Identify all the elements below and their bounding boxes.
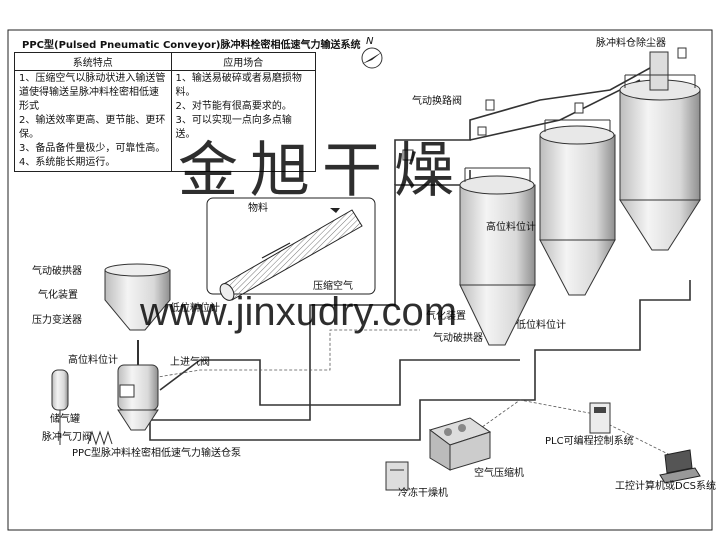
pump-label: PPC型脉冲料栓密相低速气力输送仓泵 xyxy=(72,448,242,459)
feature-item: 4、系统能长期运行。 xyxy=(19,157,116,168)
air-tank xyxy=(51,369,69,445)
switch-valve-icons xyxy=(402,47,687,161)
feature-item: 3、备品备件量极少，可靠性高。 xyxy=(19,143,166,154)
silo-right xyxy=(619,51,701,251)
plc-label: PLC可编程控制系统 xyxy=(545,436,634,447)
diagram-border xyxy=(7,29,713,531)
air-tank-label: 储气罐 xyxy=(50,414,80,425)
switch-valve-label: 气动换路阀 xyxy=(412,96,462,107)
pulse-valve-label: 脉冲气刀阀 xyxy=(42,432,92,443)
silo-left xyxy=(459,167,536,346)
dryer-label: 冷冻干燥机 xyxy=(398,488,448,499)
fluidizer-right-label: 气化装置 xyxy=(426,311,466,322)
material-label: 物料 xyxy=(248,203,268,214)
low-level-right-label: 低位料位计 xyxy=(516,320,566,331)
compressor-unit xyxy=(428,417,492,471)
upper-inlet-valve-label: 上进气阀 xyxy=(170,357,210,368)
url-watermark: www.jinxudry.com xyxy=(140,290,458,334)
diagram-title: PPC型(Pulsed Pneumatic Conveyor)脉冲料栓密相低速气… xyxy=(22,40,361,51)
compressed-air-label: 压缩空气 xyxy=(313,281,353,292)
application-item: 1、输送易破碎或者易磨损物料。 xyxy=(175,73,302,98)
arch-breaker-right-label: 气动破拱器 xyxy=(433,333,483,344)
brand-watermark: 金旭干燥 xyxy=(178,136,466,206)
high-level-left-label: 高位料位计 xyxy=(68,355,118,366)
dryer-unit xyxy=(385,461,409,491)
feature-item: 1、压缩空气以脉动状进入输送管道使得输送呈脉冲料栓密相低速形式 xyxy=(19,73,166,112)
north-label: N xyxy=(366,36,374,47)
pump-vessel xyxy=(117,340,159,431)
north-arrow-icon xyxy=(361,47,383,69)
application-item: 2、对节能有很高要求的。 xyxy=(175,101,292,112)
feed-hopper xyxy=(104,263,171,331)
computer-label: 工控计算机或DCS系统 xyxy=(615,481,717,492)
arch-breaker-left-label: 气动破拱器 xyxy=(32,266,82,277)
pulse-valve-symbol xyxy=(87,430,113,446)
plc-cabinet xyxy=(589,402,611,434)
application-item: 3、可以实现一点向多点输送。 xyxy=(175,115,292,140)
pressure-transmitter-label: 压力变送器 xyxy=(32,315,82,326)
features-header: 系统特点 xyxy=(14,52,172,71)
pipe-inset xyxy=(206,197,376,301)
high-level-top-label: 高位料位计 xyxy=(486,222,536,233)
silo-middle xyxy=(539,119,616,296)
low-level-left-label: 低位料位计 xyxy=(170,303,220,314)
computer-icon xyxy=(659,449,701,484)
dust-collector-label: 脉冲料仓除尘器 xyxy=(596,38,666,49)
applications-header: 应用场合 xyxy=(170,52,317,71)
fluidizer-left-label: 气化装置 xyxy=(38,290,78,301)
features-table: 系统特点 应用场合 1、压缩空气以脉动状进入输送管道使得输送呈脉冲料栓密相低速形… xyxy=(14,52,317,172)
feature-item: 2、输送效率更高、更节能、更环保。 xyxy=(19,115,166,140)
compressor-label: 空气压缩机 xyxy=(474,468,524,479)
control-lines xyxy=(139,329,681,461)
